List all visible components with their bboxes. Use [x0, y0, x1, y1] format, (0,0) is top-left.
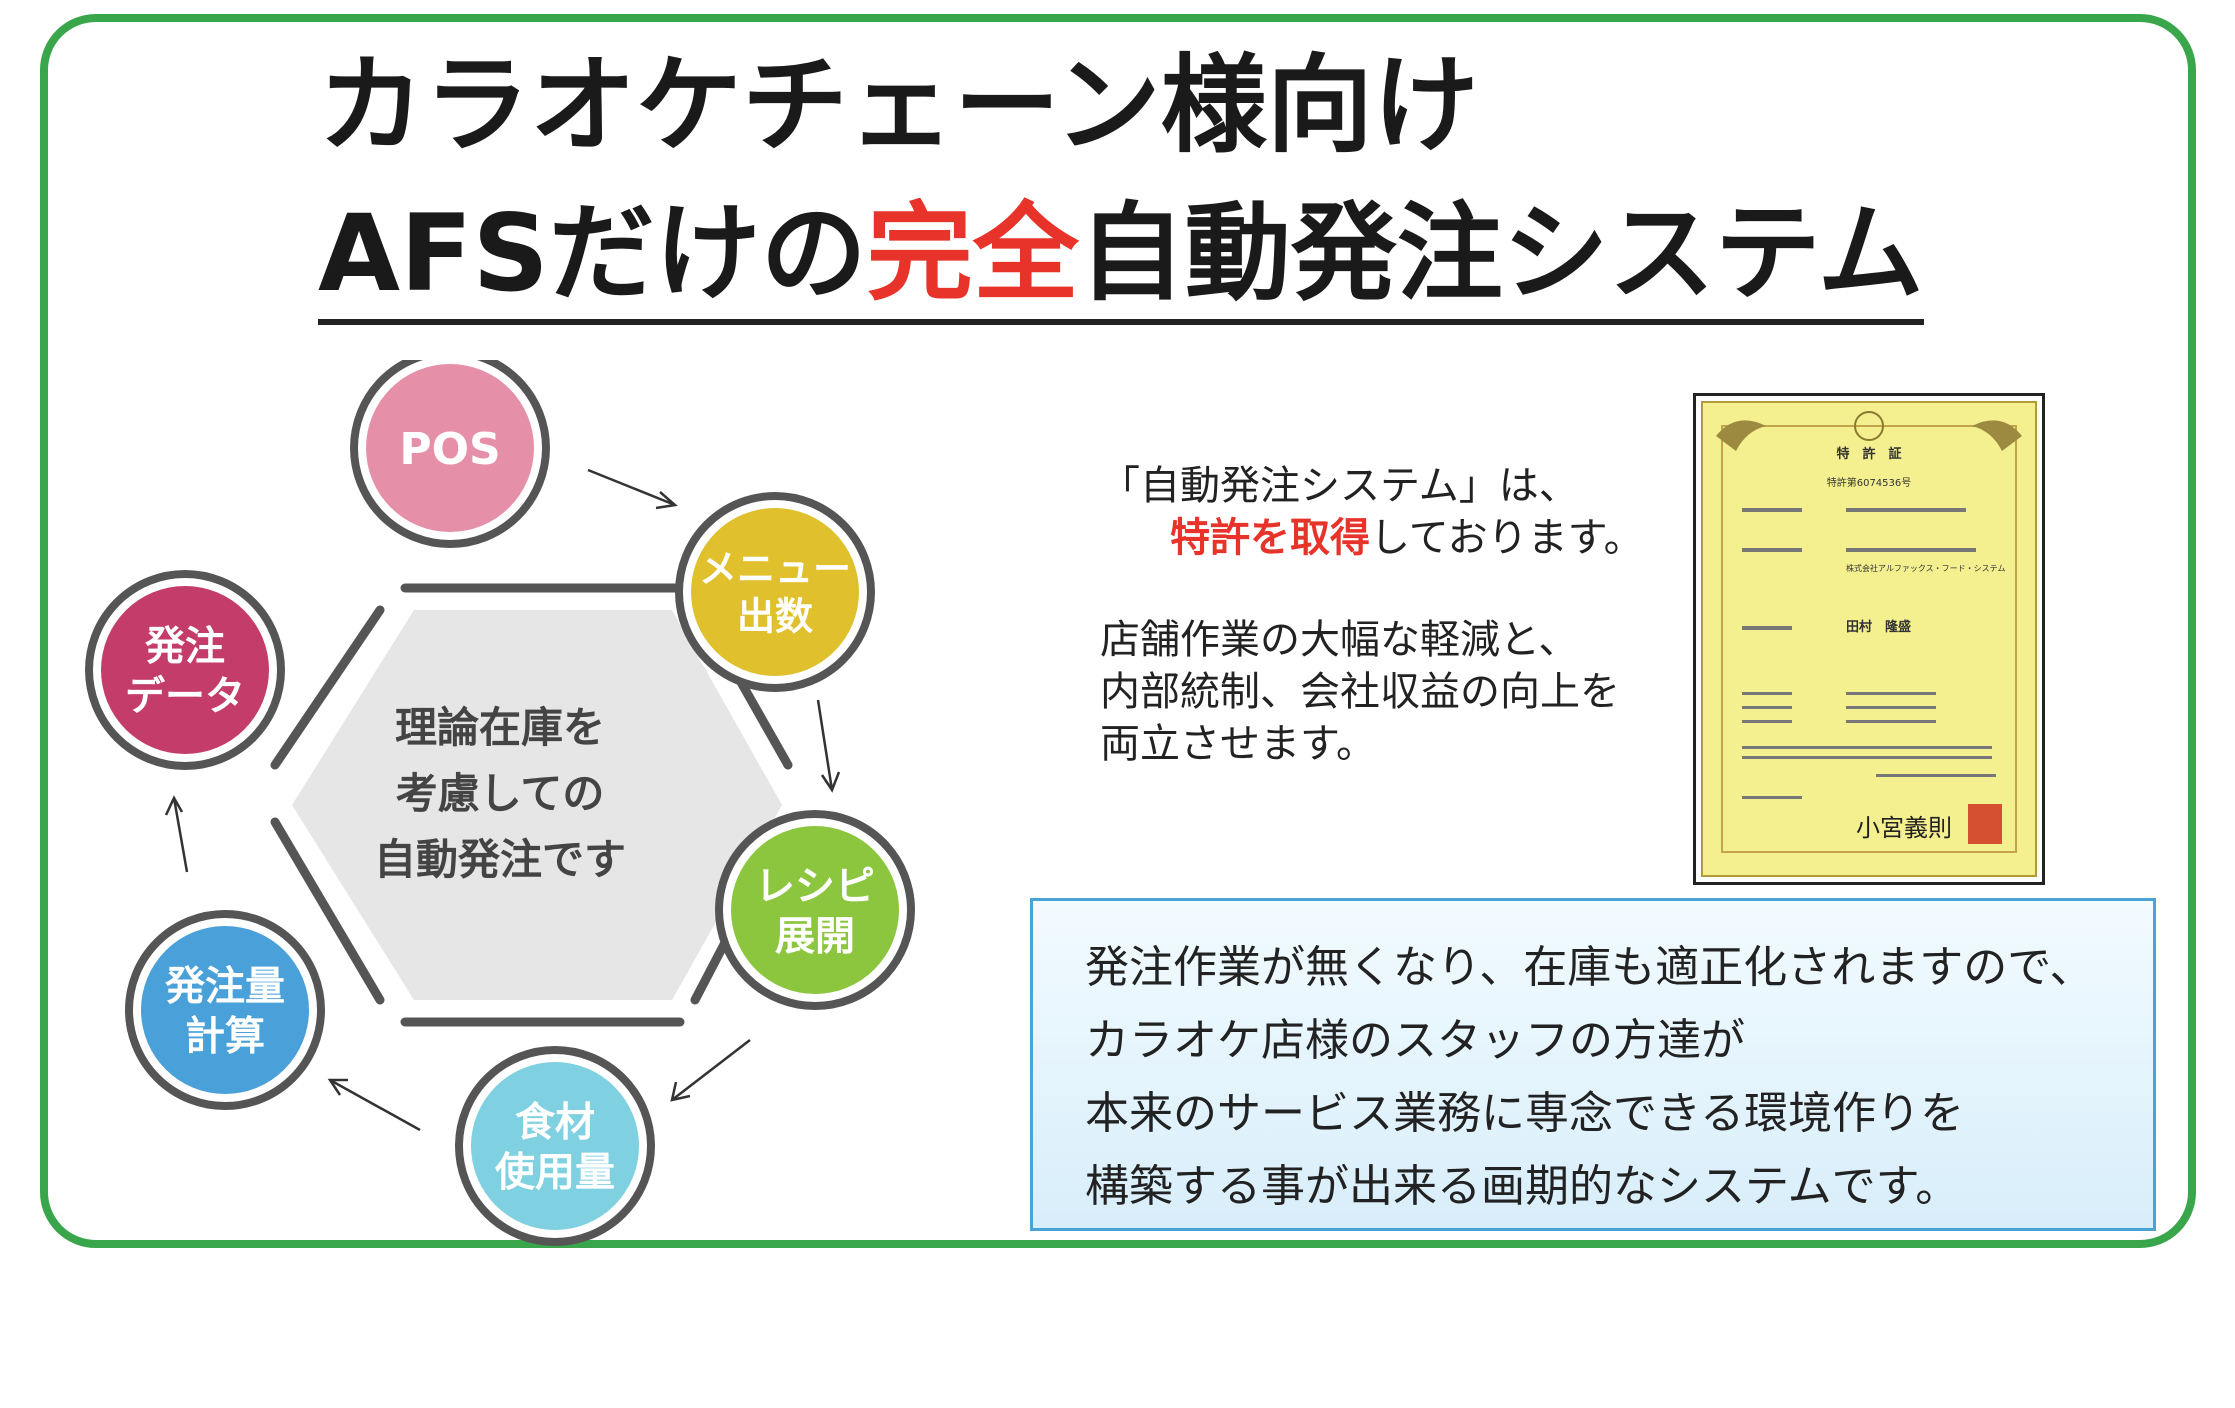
intro-line-4: 内部統制、会社収益の向上を: [1100, 669, 1620, 715]
node-label-menu-count-1: メニュー: [699, 547, 851, 591]
title-line-1: カラオケチェーン様向け: [318, 44, 1479, 167]
node-pos: [366, 364, 534, 532]
cert-body-lines: [1742, 508, 1996, 799]
node-order-calc: [141, 926, 309, 1094]
benefit-line-2: カラオケ店様のスタッフの方達が: [1085, 1015, 1745, 1066]
flow-arrows: [164, 468, 841, 1132]
cert-seal: [1968, 804, 2002, 844]
node-menu-count: [691, 508, 859, 676]
cert-company: 株式会社アルファックス・フード・システム: [1846, 563, 2005, 573]
intro-spacer: [1100, 564, 1644, 614]
title-auto-order-system: 自動発注システム: [1078, 192, 1924, 315]
center-text-3: 自動発注です: [374, 835, 626, 884]
intro-line-5: 両立させます。: [1100, 721, 1376, 767]
node-label-pos-1: POS: [399, 424, 500, 475]
node-label-ingredient-usage-1: 食材: [515, 1099, 595, 1145]
intro-line-2: 特許を取得しております。: [1100, 512, 1644, 564]
node-label-ingredient-usage-2: 使用量: [495, 1149, 615, 1195]
node-label-order-calc-1: 発注量: [165, 963, 285, 1009]
title-highlight-complete: 完全: [866, 192, 1079, 315]
title-line-2: AFSだけの完全自動発注システム: [318, 192, 1924, 325]
title-afs: AFSだけの: [318, 192, 867, 315]
intro-line-3: 店舗作業の大幅な軽減と、: [1100, 617, 1579, 663]
cert-number: 特許第6074536号: [1827, 476, 1912, 489]
benefit-box: 発注作業が無くなり、在庫も適正化されますので、 カラオケ店様のスタッフの方達が …: [1030, 898, 2156, 1231]
title-underlined: AFSだけの完全自動発注システム: [318, 192, 1924, 325]
node-label-menu-count-2: 出数: [737, 594, 813, 638]
intro-line-1: 「自動発注システム」は、: [1100, 463, 1579, 509]
cert-holder-name: 田村 隆盛: [1846, 619, 1911, 635]
center-hexagon: [292, 610, 782, 1000]
phoenix-left-icon: [1716, 420, 1766, 451]
center-text-1: 理論在庫を: [395, 703, 605, 752]
node-label-order-data-2: データ: [125, 673, 245, 719]
node-order-data: [101, 586, 269, 754]
node-recipe-expand: [731, 826, 899, 994]
phoenix-right-icon: [1972, 420, 2022, 451]
benefit-line-1: 発注作業が無くなり、在庫も適正化されますので、: [1085, 942, 2094, 993]
patent-description: 「自動発注システム」は、 特許を取得しております。 店舗作業の大幅な軽減と、 内…: [1100, 460, 1644, 770]
cert-heading: 特 許 証: [1836, 446, 1901, 462]
node-label-recipe-expand-1: レシピ: [755, 863, 875, 909]
center-text-2: 考慮しての: [396, 769, 605, 818]
node-ingredient-usage: [471, 1062, 639, 1230]
intro-line-2-rest: しております。: [1370, 515, 1644, 561]
patent-acquired: 特許を取得: [1170, 515, 1370, 561]
emblem-icon: [1854, 411, 1884, 441]
cert-signature: 小宮義則: [1856, 814, 1952, 842]
node-label-order-data-1: 発注: [145, 623, 225, 669]
node-label-order-calc-2: 計算: [185, 1013, 265, 1059]
benefit-line-3: 本来のサービス業務に専念できる環境作りを: [1085, 1088, 1965, 1139]
node-label-recipe-expand-2: 展開: [775, 913, 855, 959]
benefit-line-4: 構築する事が出来る画期的なシステムです。: [1085, 1161, 1960, 1212]
patent-certificate: 特 許 証 特許第6074536号 株式会社アルファックス・フード・システム 田…: [1693, 393, 2045, 885]
